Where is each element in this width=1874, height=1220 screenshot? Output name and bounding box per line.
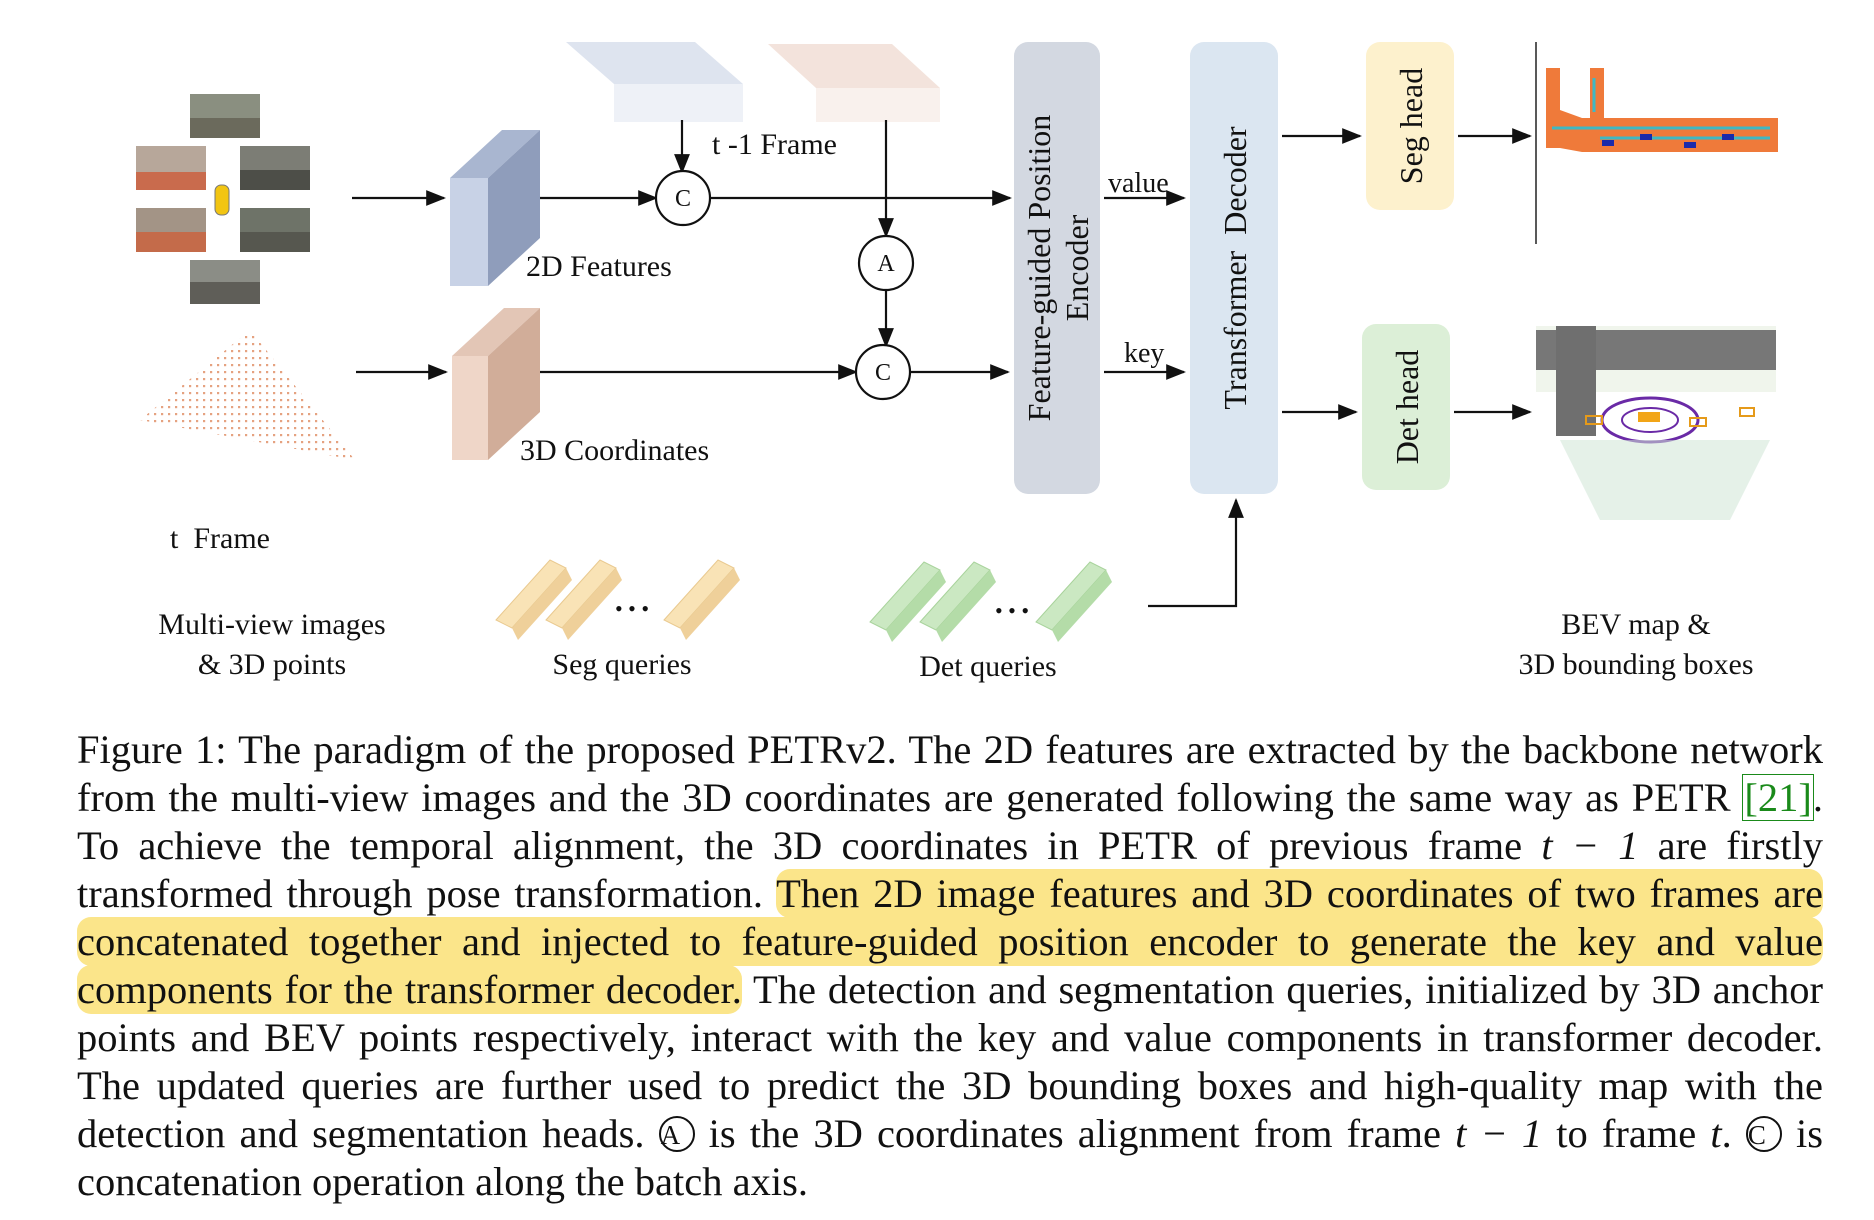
ego-car-icon bbox=[214, 184, 230, 216]
key-label: key bbox=[1124, 338, 1164, 369]
seg-queries-ellipsis: • • • bbox=[615, 596, 649, 621]
figure-caption: Figure 1: The paradigm of the proposed P… bbox=[77, 727, 1824, 1204]
det-queries-ellipsis: • • • bbox=[995, 598, 1029, 623]
det-head-label: Det head bbox=[1389, 350, 1425, 465]
circled-c-symbol: C bbox=[1745, 1116, 1782, 1152]
bev-map-output bbox=[1535, 42, 1778, 244]
seg-query-3 bbox=[663, 559, 740, 640]
point-cloud-3d bbox=[140, 330, 355, 460]
seg-query-2 bbox=[545, 559, 622, 640]
arrows bbox=[352, 120, 1532, 608]
coords-3d-label: 3D Coordinates bbox=[520, 434, 709, 467]
prev-frame-blocks bbox=[566, 42, 940, 122]
concat-op-top: C bbox=[654, 169, 712, 227]
petrv2-diagram: C A C t -1 Frame 2D Features 3D Coordina… bbox=[136, 42, 1778, 683]
det-query-2 bbox=[919, 561, 996, 642]
multiview-label-line1: Multi-view images bbox=[158, 608, 385, 641]
position-encoder-box bbox=[1014, 42, 1100, 494]
citation-link[interactable]: [21] bbox=[1742, 774, 1814, 821]
output-label-line2: 3D bounding boxes bbox=[1519, 648, 1754, 681]
bbox-lidar-output bbox=[1536, 326, 1776, 520]
prev-frame-label: t -1 Frame bbox=[712, 128, 837, 161]
decoder-label: Transformer Decoder bbox=[1217, 126, 1253, 410]
svg-text:C: C bbox=[675, 186, 691, 212]
coords-3d-block bbox=[452, 308, 540, 460]
features-2d-label: 2D Features bbox=[526, 250, 672, 283]
output-label-line1: BEV map & bbox=[1561, 608, 1710, 641]
encoder-label-line2: Encoder bbox=[1059, 214, 1095, 321]
align-op: A bbox=[857, 234, 915, 292]
transformer-decoder-box bbox=[1190, 42, 1278, 494]
svg-text:C: C bbox=[875, 360, 891, 386]
features-2d-block bbox=[450, 130, 540, 286]
det-query-1 bbox=[869, 561, 946, 642]
det-head-box bbox=[1362, 324, 1450, 490]
det-queries-label: Det queries bbox=[919, 650, 1056, 683]
multiview-label-line2: & 3D points bbox=[198, 648, 346, 681]
math-t-minus-1: t − 1 bbox=[1541, 823, 1639, 868]
det-query-3 bbox=[1035, 561, 1112, 642]
svg-text:A: A bbox=[877, 251, 895, 277]
seg-query-1 bbox=[495, 559, 572, 640]
det-queries bbox=[869, 561, 1112, 642]
seg-head-box bbox=[1366, 42, 1454, 210]
encoder-label-line1: Feature-guided Position bbox=[1021, 115, 1057, 422]
math-t: t bbox=[1710, 1111, 1722, 1156]
concat-op-bottom: C bbox=[854, 343, 912, 401]
seg-queries-label: Seg queries bbox=[552, 648, 691, 681]
t-frame-label: t Frame bbox=[170, 522, 270, 555]
circled-a-symbol: A bbox=[658, 1116, 695, 1152]
value-label: value bbox=[1108, 168, 1169, 199]
multiview-images bbox=[136, 94, 310, 304]
math-t-minus-1-b: t − 1 bbox=[1455, 1111, 1543, 1156]
seg-queries bbox=[495, 559, 740, 640]
seg-head-label: Seg head bbox=[1393, 68, 1429, 184]
